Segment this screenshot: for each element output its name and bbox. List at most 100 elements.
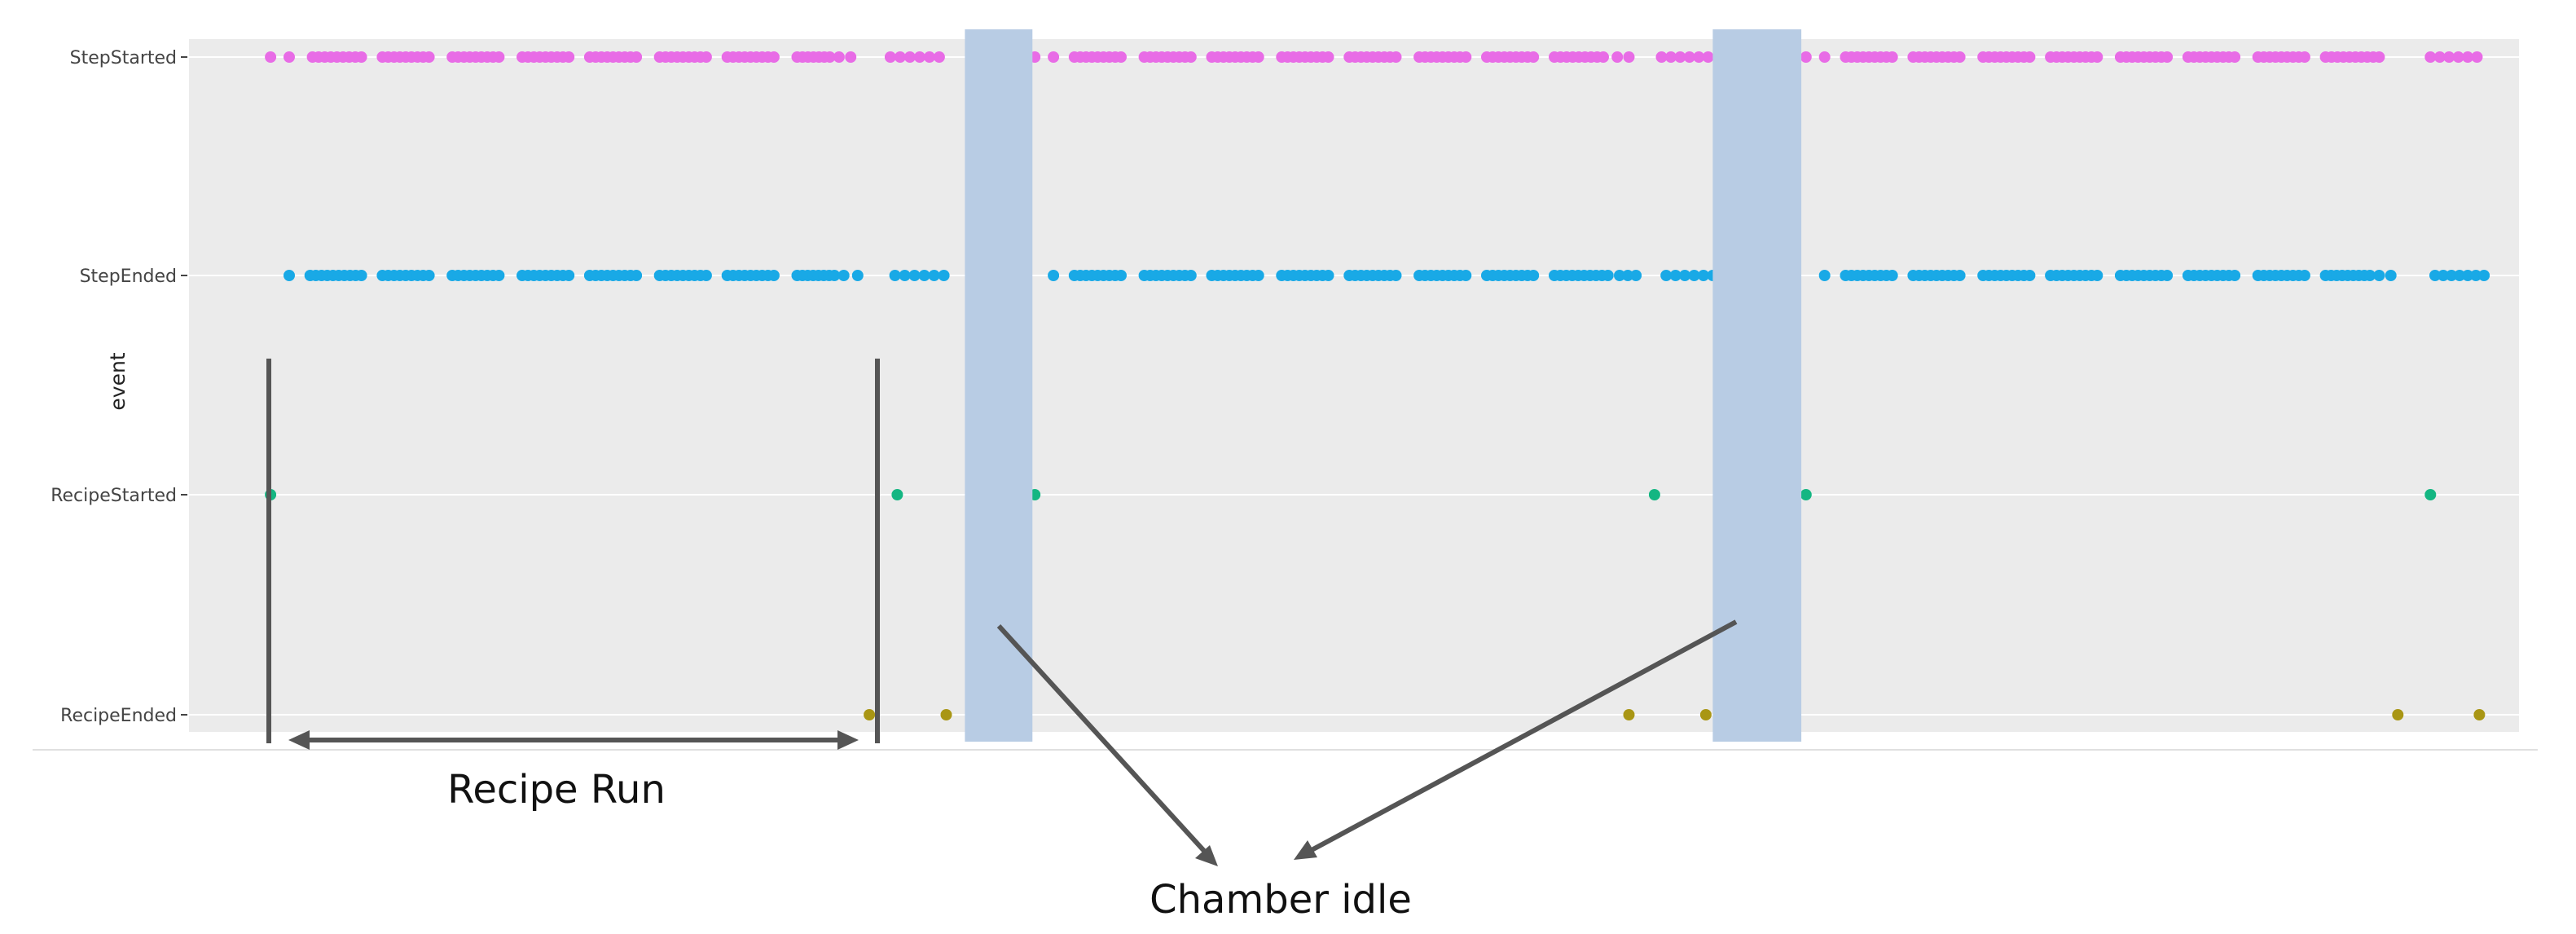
point-step-ended: [908, 270, 921, 281]
point-recipe-ended: [1699, 709, 1712, 720]
point-step-started: [1954, 51, 1966, 63]
point-step-started: [700, 51, 712, 63]
point-step-ended: [2091, 270, 2103, 281]
point-step-started: [1800, 51, 1812, 63]
point-step-ended: [1602, 270, 1614, 281]
point-step-started: [1683, 51, 1695, 63]
point-step-ended: [423, 270, 435, 281]
idle-arrowhead-right: [1294, 840, 1317, 860]
point-recipe-started: [1648, 489, 1660, 500]
point-step-started: [1048, 51, 1060, 63]
point-step-started: [1818, 51, 1831, 63]
point-step-ended: [889, 270, 901, 281]
point-step-started: [2298, 51, 2310, 63]
point-recipe-ended: [864, 709, 876, 720]
idle-arrowhead-left: [1195, 845, 1218, 866]
point-step-started: [903, 51, 916, 63]
recipe-run-label: Recipe Run: [447, 767, 666, 813]
point-step-started: [2462, 51, 2474, 63]
point-step-started: [1115, 51, 1127, 63]
point-step-ended: [1954, 270, 1966, 281]
point-step-started: [423, 51, 435, 63]
point-recipe-ended: [2473, 709, 2486, 720]
point-step-ended: [1528, 270, 1540, 281]
point-step-ended: [631, 270, 643, 281]
point-step-ended: [1390, 270, 1402, 281]
point-step-ended: [2470, 270, 2482, 281]
point-step-ended: [829, 270, 841, 281]
point-step-started: [884, 51, 896, 63]
point-step-started: [1693, 51, 1705, 63]
point-recipe-ended: [1623, 709, 1635, 720]
point-step-ended: [1669, 270, 1681, 281]
point-step-started: [1598, 51, 1609, 63]
point-step-started: [894, 51, 906, 63]
recipe-run-arrowhead-left: [288, 730, 310, 750]
point-step-started: [1611, 51, 1624, 63]
tick-label-recipe-started: RecipeStarted: [51, 486, 177, 506]
idle-arrow-left: [996, 623, 1207, 853]
point-step-ended: [284, 270, 295, 281]
point-step-started: [2161, 51, 2174, 63]
recipe-run-arrowhead-right: [837, 730, 859, 750]
point-step-started: [845, 51, 857, 63]
point-step-started: [2452, 51, 2464, 63]
point-step-ended: [700, 270, 712, 281]
point-step-ended: [1886, 270, 1898, 281]
point-step-started: [913, 51, 925, 63]
point-step-ended: [1115, 270, 1127, 281]
point-step-ended: [2385, 270, 2397, 281]
point-step-ended: [1679, 270, 1691, 281]
point-step-ended: [2478, 270, 2490, 281]
point-step-ended: [2462, 270, 2474, 281]
point-step-started: [2373, 51, 2385, 63]
point-step-ended: [928, 270, 940, 281]
series-step-ended: [284, 270, 2490, 281]
plot-background: [189, 39, 2519, 732]
point-step-ended: [1185, 270, 1197, 281]
point-recipe-ended: [2392, 709, 2404, 720]
tick-label-step-started: StepStarted: [70, 48, 177, 68]
point-step-started: [923, 51, 935, 63]
point-step-started: [767, 51, 780, 63]
point-step-started: [493, 51, 505, 63]
point-step-ended: [2364, 270, 2376, 281]
point-step-ended: [899, 270, 911, 281]
point-step-started: [1702, 51, 1714, 63]
tick-label-step-ended: StepEnded: [80, 267, 177, 287]
point-step-ended: [767, 270, 780, 281]
point-step-started: [1185, 51, 1197, 63]
idle-band-1: [965, 29, 1033, 742]
point-step-started: [933, 51, 945, 63]
point-step-ended: [851, 270, 864, 281]
point-step-ended: [1252, 270, 1264, 281]
point-step-ended: [1818, 270, 1831, 281]
y-axis-label: event: [106, 352, 130, 410]
point-step-started: [284, 51, 295, 63]
point-step-ended: [563, 270, 575, 281]
chamber-idle-label: Chamber idle: [1150, 877, 1412, 923]
point-step-started: [824, 51, 836, 63]
point-step-started: [631, 51, 643, 63]
point-step-ended: [1622, 270, 1634, 281]
point-step-started: [2424, 51, 2437, 63]
point-step-ended: [2024, 270, 2036, 281]
point-step-started: [2024, 51, 2036, 63]
point-step-ended: [938, 270, 950, 281]
point-step-started: [1623, 51, 1635, 63]
point-step-ended: [2429, 270, 2441, 281]
point-step-ended: [1660, 270, 1673, 281]
point-step-started: [2091, 51, 2103, 63]
point-step-started: [2471, 51, 2483, 63]
tick-label-recipe-ended: RecipeEnded: [60, 706, 177, 726]
point-step-started: [265, 51, 277, 63]
point-step-ended: [2446, 270, 2458, 281]
point-step-ended: [2229, 270, 2241, 281]
point-step-ended: [1688, 270, 1700, 281]
point-step-ended: [1460, 270, 1472, 281]
point-step-started: [563, 51, 575, 63]
point-step-ended: [355, 270, 367, 281]
point-step-started: [833, 51, 845, 63]
point-step-ended: [2454, 270, 2466, 281]
point-step-ended: [837, 270, 850, 281]
